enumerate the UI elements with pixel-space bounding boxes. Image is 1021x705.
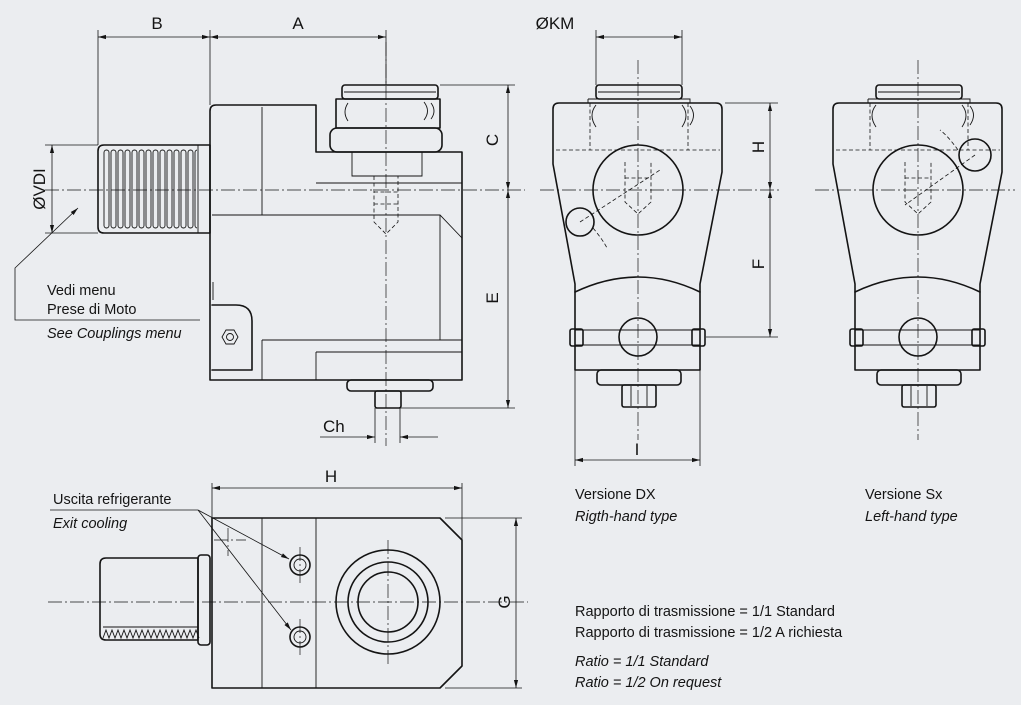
bottom-spindle: [346, 379, 434, 409]
dim-i-label: I: [635, 440, 640, 459]
ratio-notes: Rapporto di trasmissione = 1/1 Standard …: [575, 604, 843, 691]
top-view-extension-lines: [211, 483, 522, 689]
coolant-outlet-holes: [289, 554, 311, 648]
coupling-note-english: See Couplings menu: [47, 326, 182, 342]
dim-b-label: B: [151, 14, 162, 33]
coolant-note-english: Exit cooling: [53, 516, 127, 532]
vdi-shank: [97, 144, 211, 234]
ratio-note-en-1: Ratio = 1/1 Standard: [575, 654, 709, 670]
side-view: B A C E ØVDI Ch Vedi menu Prese di Moto …: [14, 14, 525, 446]
dim-h-top-label: H: [325, 467, 337, 486]
coupling-note-line1: Vedi menu: [47, 283, 116, 299]
dim-c-label: C: [483, 134, 502, 146]
dim-ch-label: Ch: [323, 417, 345, 436]
ratio-note-it-2: Rapporto di trasmissione = 1/2 A richies…: [575, 625, 843, 641]
front-view-body: [552, 84, 723, 408]
ratio-note-en-2: Ratio = 1/2 On request: [575, 675, 722, 691]
version-dx-subtitle: Rigth-hand type: [575, 509, 677, 525]
dim-km-label: ØKM: [536, 14, 575, 33]
coupling-note-line2: Prese di Moto: [47, 302, 136, 318]
front-view-sx-body: [832, 84, 1003, 408]
coolant-note-italian: Uscita refrigerante: [53, 492, 171, 508]
body-outline: [209, 104, 463, 381]
coolant-port-sx: [904, 129, 992, 206]
side-bracket: [211, 304, 253, 371]
top-view: H G Uscita refrigerante Exit cooling: [48, 467, 528, 689]
dx-extension-lines: [574, 30, 778, 466]
version-sx-title: Versione Sx: [865, 487, 943, 503]
front-view-sx: Versione Sx Left-hand type: [815, 60, 1015, 525]
dim-g-label: G: [495, 595, 514, 608]
coupling-leader: [14, 207, 200, 321]
dim-a-label: A: [292, 14, 304, 33]
coolant-leader-upper: [197, 509, 290, 560]
coolant-port-dx: [565, 169, 661, 249]
dim-e-label: E: [483, 292, 502, 303]
dim-h-front-label: H: [749, 141, 768, 153]
version-dx-title: Versione DX: [575, 487, 656, 503]
front-view-dx: ØKM H F I Versione DX Rigth-hand type: [536, 14, 782, 525]
version-sx-subtitle: Left-hand type: [865, 509, 958, 525]
ratio-note-it-1: Rapporto di trasmissione = 1/1 Standard: [575, 604, 835, 620]
top-view-inner-edges: [261, 518, 317, 688]
top-view-body: [211, 517, 463, 689]
dim-f-label: F: [749, 259, 768, 269]
side-extension-lines: [45, 30, 515, 443]
dim-vdi-label: ØVDI: [30, 168, 49, 210]
body-inner-edges: [212, 107, 463, 380]
coolant-leader-lower: [197, 509, 292, 631]
top-view-shank: [99, 554, 211, 646]
top-view-centerlines: [48, 528, 528, 665]
